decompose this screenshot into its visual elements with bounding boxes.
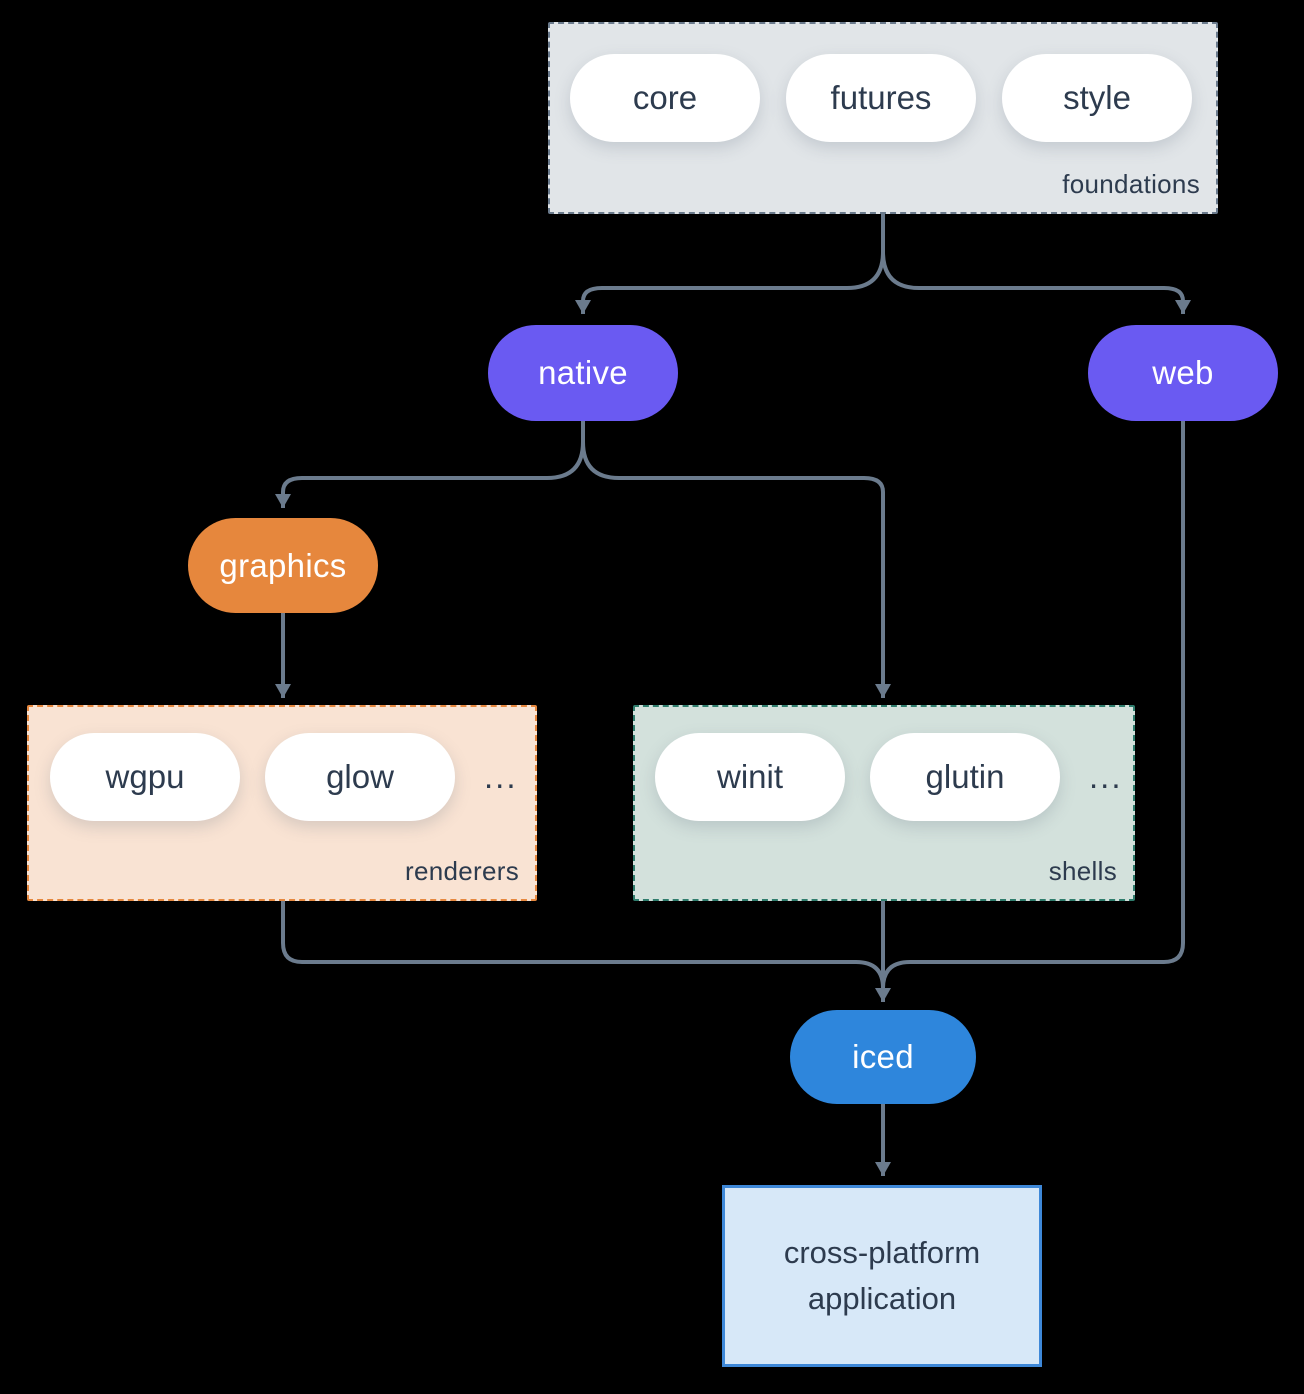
node-glow: glow [265,733,455,821]
renderers-label: renderers [405,856,519,886]
edge-renderers-merge [281,901,885,989]
group-shells: winit glutin ... shells [633,705,1135,901]
edge-native-shells [581,421,891,698]
node-iced: iced [790,1010,976,1104]
group-foundations: core futures style foundations [548,22,1218,214]
node-futures: futures [786,54,976,142]
renderers-ellipsis: ... [484,758,518,795]
edge-foundations-native [575,214,885,314]
renderers-pill-row: wgpu glow ... [29,707,535,821]
foundations-pill-row: core futures style [550,24,1216,142]
node-web: web [1088,325,1278,421]
node-cross-platform-application: cross-platform application [722,1185,1042,1367]
edge-native-graphics [275,421,585,508]
edge-foundations-web [881,214,1191,314]
node-graphics: graphics [188,518,378,613]
shells-ellipsis: ... [1089,758,1123,795]
node-wgpu: wgpu [50,733,240,821]
node-winit: winit [655,733,845,821]
application-label-line2: application [807,1281,957,1316]
edge-web-merge [881,421,1185,989]
node-glutin: glutin [870,733,1060,821]
node-native: native [488,325,678,421]
node-style: style [1002,54,1192,142]
application-label-line1: cross-platform [783,1234,981,1270]
node-core: core [570,54,760,142]
foundations-label: foundations [1062,169,1200,199]
group-renderers: wgpu glow ... renderers [27,705,537,901]
shells-label: shells [1048,856,1117,886]
shells-pill-row: winit glutin ... [635,707,1133,821]
